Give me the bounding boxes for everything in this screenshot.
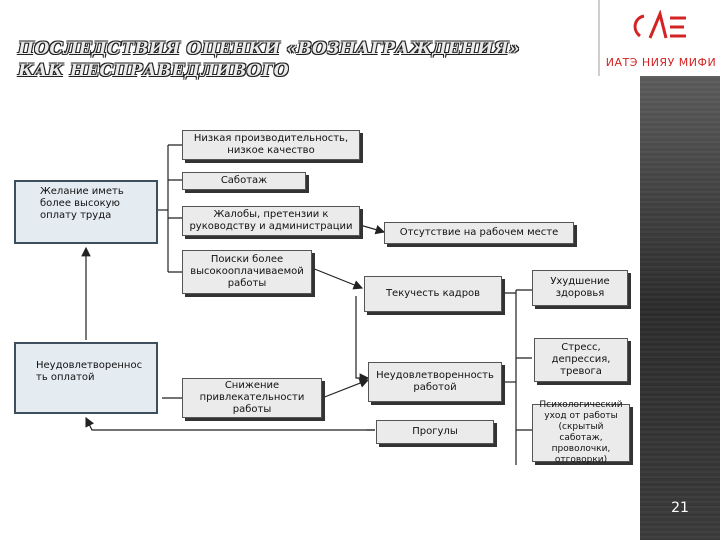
health-label: Ухудшение здоровья	[550, 276, 610, 299]
attractiveness-box: Снижение привлекательности работы	[182, 378, 322, 418]
logo-text: ИАТЭ НИЯУ МИФИ	[605, 56, 717, 69]
truancy-box: Прогулы	[376, 420, 494, 444]
logo-mark-icon	[633, 10, 686, 39]
low-productivity-label: Низкая производительность, низкое качест…	[193, 133, 349, 156]
stress-label: Стресс, депрессия, тревога	[551, 342, 611, 377]
truancy-label: Прогулы	[412, 426, 458, 437]
complaints-label: Жалобы, претензии к руководству и админи…	[189, 209, 353, 232]
logo: ИАТЭ НИЯУ МИФИ	[598, 0, 720, 76]
slide-title: ПОСЛЕДСТВИЯ ОЦЕНКИ «ВОЗНАГРАЖДЕНИЯ» КАК …	[18, 38, 520, 82]
slide-title-line1: ПОСЛЕДСТВИЯ ОЦЕНКИ «ВОЗНАГРАЖДЕНИЯ»	[18, 39, 520, 59]
desire-label: Желание иметь более высокую оплату труда	[40, 186, 124, 221]
search-job-label: Поиски более высокооплачиваемой работы	[190, 254, 304, 289]
turnover-label: Текучесть кадров	[385, 288, 481, 299]
stress-box: Стресс, депрессия, тревога	[534, 338, 628, 382]
health-box: Ухудшение здоровья	[532, 270, 628, 306]
sabotage-box: Саботаж	[182, 172, 306, 190]
attractiveness-label: Снижение привлекательности работы	[199, 380, 305, 415]
psych-withdrawal-box: Психологический уход от работы (скрытый …	[532, 400, 630, 465]
diagram-connectors	[81, 144, 532, 465]
sidebar-decoration	[640, 76, 720, 540]
search-job-box: Поиски более высокооплачиваемой работы	[182, 250, 312, 294]
dissatisfaction-work-label: Неудовлетворенность работой	[376, 370, 494, 393]
dissatisfaction-work-box: Неудовлетворенность работой	[368, 362, 502, 402]
page-number: 21	[671, 500, 689, 516]
absence-label: Отсутствие на рабочем месте	[399, 227, 559, 238]
dissatisfaction-pay-box: Неудовлетвореннос ть оплатой	[14, 342, 158, 414]
psych-withdrawal-label: Психологический уход от работы (скрытый …	[539, 400, 623, 465]
dissatisfaction-pay-label: Неудовлетвореннос ть оплатой	[36, 360, 143, 383]
low-productivity-box: Низкая производительность, низкое качест…	[182, 130, 360, 160]
complaints-box: Жалобы, претензии к руководству и админи…	[182, 206, 360, 236]
absence-box: Отсутствие на рабочем месте	[384, 222, 574, 244]
desire-box: Желание иметь более высокую оплату труда	[14, 180, 158, 244]
slide-title-line2: КАК НЕСПРАВЕДЛИВОГО	[18, 61, 289, 81]
sabotage-label: Саботаж	[220, 175, 268, 186]
turnover-box: Текучесть кадров	[364, 276, 502, 312]
